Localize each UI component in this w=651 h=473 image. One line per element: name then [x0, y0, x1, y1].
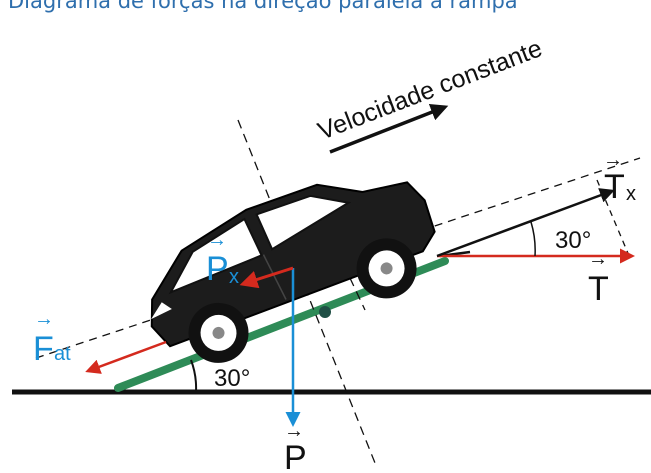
weight-x-label: → P x: [206, 229, 239, 288]
rear-wheel: [356, 238, 417, 299]
tension-letter: T: [588, 270, 609, 308]
front-wheel: [188, 302, 249, 363]
tension-angle-arc: [530, 221, 536, 257]
tension-angle-label: 30°: [555, 227, 591, 254]
ramp-angle-arc: [190, 359, 198, 393]
car-window: [168, 217, 263, 295]
contact-point: [319, 306, 331, 318]
friction-label: → F at: [33, 308, 71, 368]
tension-x-subscript: x: [626, 183, 636, 205]
weight-label: → P: [284, 420, 307, 473]
tension-x-letter: T: [604, 168, 625, 206]
car-headlight: [151, 302, 172, 320]
weight-letter: P: [284, 439, 307, 473]
weight-arrow-glyph: →: [284, 420, 304, 442]
friction-letter: F: [33, 330, 54, 368]
tension-x-arrow-glyph: →: [603, 149, 623, 171]
weight-x-arrow-glyph: →: [207, 229, 227, 251]
friction-arrow-glyph: →: [34, 308, 54, 330]
weight-x-vector: [239, 266, 294, 289]
weight-x-subscript: x: [229, 266, 239, 288]
friction-vector: [85, 340, 167, 374]
car: [150, 181, 436, 363]
ramp-angle-label: 30°: [214, 365, 250, 392]
tension-x-vector: [436, 188, 615, 258]
tension-x-label: → T x: [603, 149, 636, 206]
velocity-arrow: [329, 103, 449, 154]
diagram-title: Diagrama de forças na direção paralela à…: [8, 0, 518, 13]
tension-label: → T: [588, 248, 609, 308]
tension-arrow-glyph: →: [588, 248, 608, 270]
car-door-line: [262, 254, 287, 300]
friction-subscript: at: [54, 343, 71, 365]
car-window-rear: [255, 194, 352, 251]
velocity-label: Velocidade constante: [314, 34, 546, 145]
weight-x-letter: P: [206, 250, 229, 288]
